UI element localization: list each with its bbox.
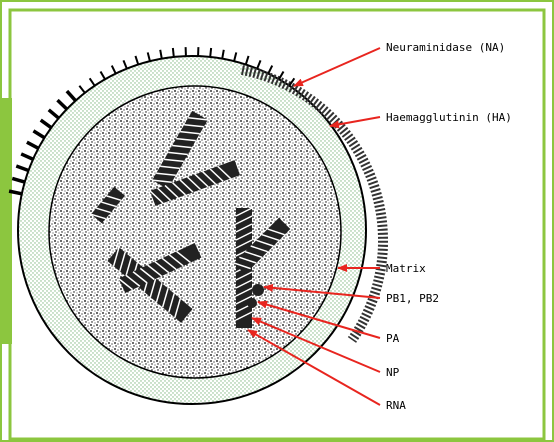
- label-pb1-pb2: PB1, PB2: [386, 292, 439, 305]
- label-pa: PA: [386, 332, 400, 345]
- glycoprotein-spike: [210, 48, 211, 57]
- glycoprotein-spike: [90, 78, 95, 85]
- glycoprotein-spike: [135, 56, 138, 65]
- glycoprotein-spike: [173, 48, 174, 57]
- glycoprotein-spike: [16, 166, 28, 170]
- label-haemagglutinin: Haemagglutinin (HA): [386, 111, 512, 124]
- glycoprotein-spike: [257, 60, 260, 68]
- polymerase-complex: [247, 298, 257, 308]
- glycoprotein-spike: [246, 56, 249, 65]
- label-np: NP: [386, 366, 400, 379]
- glycoprotein-spike: [27, 142, 38, 148]
- arrow-neuraminidase: [294, 48, 380, 86]
- glycoprotein-spike: [234, 52, 236, 61]
- glycoprotein-spike: [148, 52, 150, 61]
- glycoprotein-spike: [79, 86, 85, 93]
- glycoprotein-spike: [41, 120, 52, 128]
- glycoprotein-spike: [101, 72, 106, 80]
- label-rna: RNA: [386, 399, 406, 412]
- glycoprotein-spike: [49, 110, 59, 118]
- label-matrix: Matrix: [386, 262, 426, 275]
- glycoprotein-spike: [123, 60, 126, 68]
- glycoprotein-spike: [33, 131, 44, 138]
- glycoprotein-spike: [21, 154, 33, 159]
- glycoprotein-spike: [268, 66, 272, 74]
- label-neuraminidase: Neuraminidase (NA): [386, 41, 505, 54]
- glycoprotein-spike: [12, 178, 24, 182]
- glycoprotein-spike: [57, 100, 66, 109]
- glycoprotein-spike: [222, 50, 224, 59]
- polymerase-complex: [252, 284, 264, 296]
- glycoprotein-spike: [160, 50, 162, 59]
- glycoprotein-spike: [112, 66, 116, 74]
- glycoprotein-spike: [67, 91, 76, 101]
- side-tab: [0, 98, 12, 344]
